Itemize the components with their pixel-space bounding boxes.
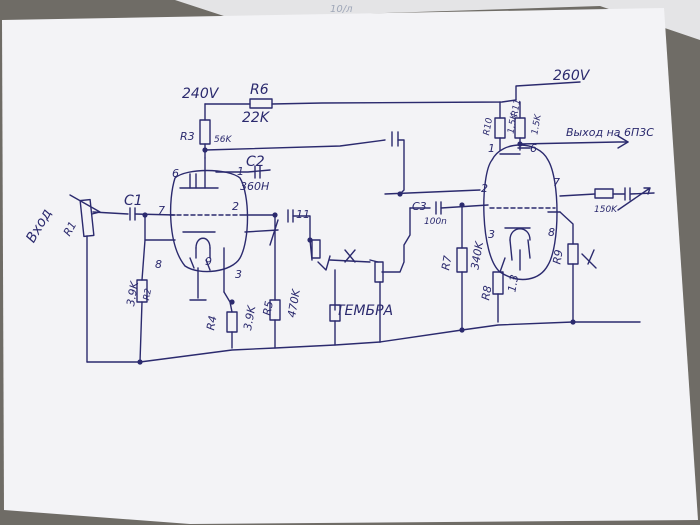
left-pin7: 7 [158,204,165,217]
paper-sheet [2,8,698,524]
output-label: Выход на 6П3С [566,126,654,139]
left-pin3: 3 [235,268,242,281]
right-lower-section [456,187,655,331]
r10-label: R10 [482,117,495,136]
r3-label: R3 [180,130,195,143]
c3-value: 100n [424,217,447,227]
junction-dots [137,141,576,365]
r9-label: R9 [550,249,565,266]
r6-label: R6 [250,82,269,98]
pin11-label: 11 [296,208,310,221]
output-resistor-value: 150K [594,205,618,215]
voltage-260v: 260V [553,68,591,84]
r2-label: R2 [142,288,154,302]
r5-value: 470K [285,288,303,319]
r2-value: 3.9K [124,280,141,307]
left-pin6: 6 [172,167,179,180]
left-pin8: 8 [155,258,162,271]
r6-value: 22K [242,110,271,126]
r4-label: R4 [204,315,219,332]
c2-capacitor [254,165,261,179]
c2-value: 360H [240,180,269,193]
c3-label: C3 [412,200,427,213]
c1-label: C1 [124,193,143,209]
tone-label: ТЕМБРА [336,303,393,319]
right-pin1: 1 [488,142,495,155]
right-pin7: 7 [553,176,560,189]
left-pin9: 9 [205,255,212,268]
supply-rails [204,81,581,121]
r11-value: 1.5K [530,113,544,136]
cathode-section [223,209,311,349]
left-pin1: 1 [237,165,244,178]
left-tube [169,157,271,301]
right-anode-resistors [494,101,629,151]
input-section [69,194,176,363]
r7-value: 340K [468,240,486,271]
r1-label: R1 [61,219,80,238]
r10-value: 1.5K [506,112,520,135]
right-pin3: 3 [488,228,495,241]
right-pin8: 8 [548,226,555,239]
c3-capacitor [435,201,489,215]
r4-value: 3.9K [241,304,258,331]
r11-label: R11 [510,98,523,117]
r6-resistor [249,98,273,109]
r8-value: 1.3 [505,274,521,293]
tone-control [309,207,431,346]
r3-value: 56K [214,135,232,145]
background-paper-text: 10/л [330,4,353,15]
left-pin2: 2 [232,200,239,213]
r8-label: R8 [479,285,494,302]
ground-rail [86,311,641,363]
r5-label: R5 [261,300,276,317]
r7-label: R7 [439,255,454,272]
paper-under-sheet [175,0,700,40]
c2-label: C2 [246,154,265,170]
voltage-240v: 240V [182,86,220,102]
right-pin2: 2 [481,182,488,195]
right-pin6: 6 [530,142,537,155]
right-tube [483,144,561,281]
